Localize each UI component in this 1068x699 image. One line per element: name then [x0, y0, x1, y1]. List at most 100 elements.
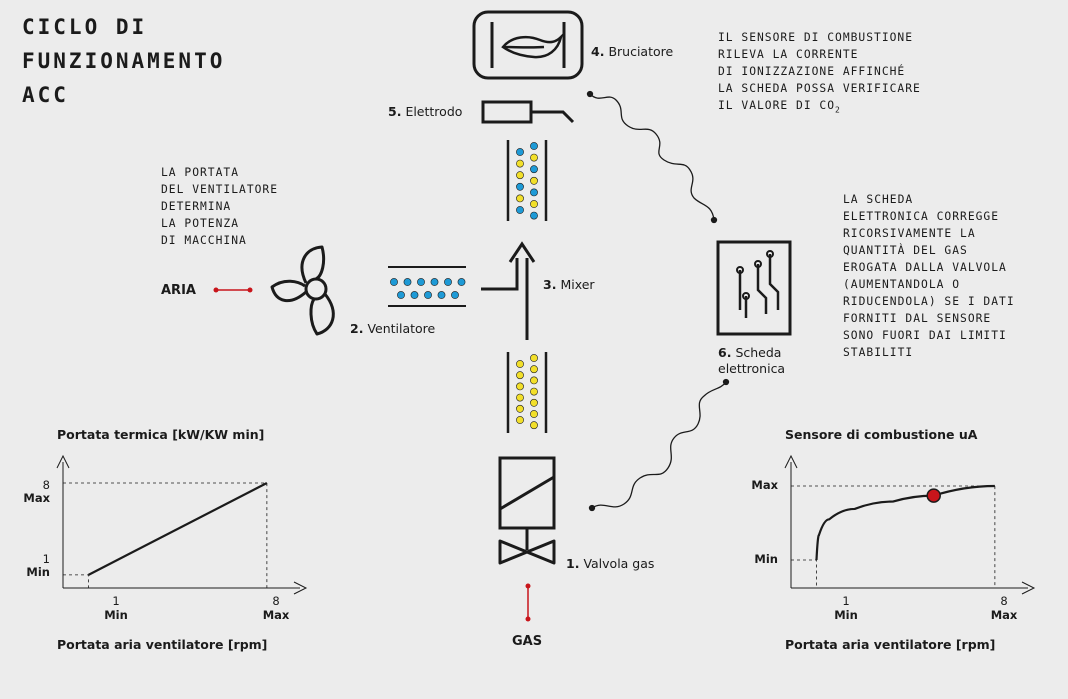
gas-dot: [530, 398, 538, 407]
valve-text: Valvola gas: [583, 556, 655, 571]
burner-icon: [472, 10, 584, 80]
guide-max: [791, 485, 996, 588]
gas-dot: [516, 360, 524, 368]
gas-valve-icon: [498, 456, 556, 565]
tick-label: Min: [834, 608, 858, 622]
note-line-text: IL VALORE DI CO: [718, 99, 836, 112]
air-dot: [417, 278, 425, 286]
burner-label: 4. Bruciatore: [591, 44, 673, 59]
gas-dot: [530, 410, 538, 418]
highlight-point: [926, 488, 941, 503]
note-line: DI IONIZZAZIONE AFFINCHÉ: [718, 65, 906, 78]
gas-dot: [516, 371, 524, 380]
gas-dot: [516, 159, 524, 168]
fan-text: Ventilatore: [367, 321, 436, 336]
gas-dot: [530, 365, 538, 374]
note-line: LA POTENZA: [161, 217, 240, 230]
co2-subscript: 2: [835, 105, 841, 115]
note-line: RIDUCENDOLA) SE I DATI: [843, 295, 1015, 308]
tick-value: 8: [1000, 594, 1008, 608]
chart-2-ytick-max: Max: [751, 478, 778, 492]
electrode-text: Elettrodo: [405, 104, 463, 119]
gas-dot: [516, 404, 524, 413]
burner-text: Bruciatore: [608, 44, 674, 59]
air-dot: [410, 291, 419, 299]
air-dot: [516, 148, 524, 156]
fan-number: 2.: [350, 321, 364, 336]
gas-pipe: [506, 352, 548, 433]
note-line: EROGATA DALLA VALVOLA: [843, 261, 1007, 274]
note-line: DETERMINA: [161, 200, 232, 213]
tick-label: Min: [26, 565, 50, 579]
title-line: FUNZIONAMENTO: [22, 49, 226, 73]
mixer-label: 3. Mixer: [543, 277, 595, 292]
note-line: LA SCHEDA: [843, 193, 914, 206]
tick-value: 1: [112, 594, 120, 608]
guide-min: [63, 574, 89, 588]
air-input-label: ARIA: [161, 283, 196, 298]
mixer-number: 3.: [543, 277, 557, 292]
tick-value: 8: [272, 594, 280, 608]
electrode-icon: [481, 100, 575, 124]
note-line: DEL VENTILATORE: [161, 183, 279, 196]
title-line: CICLO DI: [22, 15, 148, 39]
gas-dot: [516, 194, 524, 203]
air-dot: [403, 278, 412, 286]
chart-2-axes: [784, 454, 1036, 595]
note-line: (AUMENTANDOLA O: [843, 278, 961, 291]
gas-dots: [516, 354, 538, 430]
note-line: FORNITI DAL SENSORE: [843, 312, 992, 325]
air-dot: [530, 165, 538, 174]
gas-dot: [530, 376, 538, 385]
page-title: CICLO DI FUNZIONAMENTO ACC: [22, 10, 225, 112]
note-line: IL VALORE DI CO2: [718, 97, 921, 118]
note-line: RICORSIVAMENTE LA: [843, 227, 976, 240]
chart-1-axes: [56, 454, 308, 595]
sensor-signal-wire: [586, 90, 718, 224]
note-line: SONO FUORI DAI LIMITI: [843, 329, 1007, 342]
tick-label: Min: [104, 608, 128, 622]
air-dot: [390, 278, 398, 286]
air-dot: [530, 211, 538, 220]
note-line: LA SCHEDA POSSA VERIFICARE: [718, 82, 921, 95]
air-input-connector: [213, 287, 253, 293]
tick-label: Max: [262, 608, 290, 622]
gas-input-connector: [525, 583, 531, 622]
guide-min: [791, 559, 817, 588]
gas-dot: [530, 176, 538, 185]
gas-dot: [530, 421, 538, 430]
electrode-number: 5.: [388, 104, 402, 119]
air-dot: [451, 291, 459, 299]
air-dot: [444, 278, 452, 286]
note-line: RILEVA LA CORRENTE: [718, 48, 859, 61]
fan-note: LA PORTATA DEL VENTILATORE DETERMINA LA …: [161, 164, 278, 249]
note-line: ELETTRONICA CORREGGE: [843, 210, 1000, 223]
mixer-text: Mixer: [560, 277, 595, 292]
air-dot: [516, 206, 524, 214]
gas-dot: [530, 387, 538, 396]
gas-dot: [516, 171, 524, 180]
mixed-flow-pipe: [506, 140, 548, 221]
chart-2-plot: [791, 484, 996, 588]
chart-2-ytick-min: Min: [754, 552, 778, 566]
burner-number: 4.: [591, 44, 605, 59]
series-line: [815, 484, 995, 561]
mixer-pipe: [481, 241, 536, 340]
note-line: IL SENSORE DI COMBUSTIONE: [718, 31, 914, 44]
fan-label: 2. Ventilatore: [350, 321, 435, 336]
guide-max: [63, 482, 268, 588]
tick-value: 1: [842, 594, 850, 608]
tick-value: 1: [42, 552, 50, 566]
chart-1-xlabel: Portata aria ventilatore [rpm]: [57, 637, 268, 652]
note-line: QUANTITÀ DEL GAS: [843, 244, 968, 257]
air-dot: [516, 182, 524, 191]
valve-signal-wire: [588, 378, 730, 512]
tick-label: Max: [990, 608, 1018, 622]
gas-dot: [530, 354, 538, 362]
gas-input-label: GAS: [512, 634, 543, 649]
